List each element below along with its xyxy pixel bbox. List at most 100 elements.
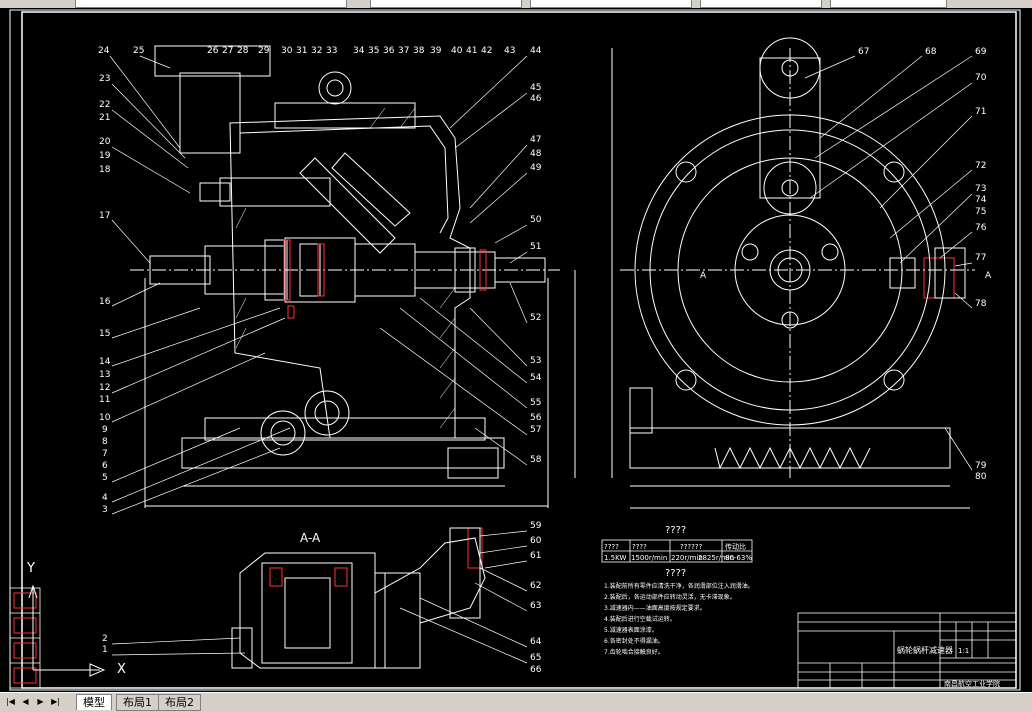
balloon-57: 57 xyxy=(530,425,541,435)
first-tab-button[interactable]: |◀ xyxy=(6,697,15,706)
balloon-43: 43 xyxy=(504,46,515,56)
balloon-29: 29 xyxy=(258,46,270,56)
balloon-9: 9 xyxy=(102,425,108,435)
balloon-80: 80 xyxy=(975,472,987,482)
hatch-lines xyxy=(235,107,456,429)
balloon-41: 41 xyxy=(466,46,477,56)
balloon-78: 78 xyxy=(975,299,987,309)
balloon-4: 4 xyxy=(102,493,108,503)
balloon-19: 19 xyxy=(99,151,111,161)
balloon-54: 54 xyxy=(530,373,542,383)
section-title: A-A xyxy=(300,531,321,545)
balloon-8: 8 xyxy=(102,437,108,447)
revision-marks xyxy=(13,592,37,684)
balloon-15: 15 xyxy=(99,329,110,339)
balloon-5: 5 xyxy=(102,473,108,483)
cad-drawing: 24 25 26 27 28 29 30 31 32 33 34 35 36 3… xyxy=(9,9,1021,691)
tech-table xyxy=(601,539,753,563)
balloon-69: 69 xyxy=(975,47,987,57)
balloon-33: 33 xyxy=(326,46,337,56)
balloon-47: 47 xyxy=(530,135,541,145)
drawing-canvas[interactable]: 24 25 26 27 28 29 30 31 32 33 34 35 36 3… xyxy=(0,8,1032,692)
balloon-14: 14 xyxy=(99,357,111,367)
title-block xyxy=(797,612,1017,689)
toolbar-field-2[interactable] xyxy=(370,0,522,8)
balloon-53: 53 xyxy=(530,356,541,366)
balloon-60: 60 xyxy=(530,536,542,546)
balloon-50: 50 xyxy=(530,215,542,225)
balloon-39: 39 xyxy=(430,46,442,56)
balloon-32: 32 xyxy=(311,46,322,56)
balloon-17: 17 xyxy=(99,211,110,221)
balloon-65: 65 xyxy=(530,653,541,663)
balloon-7: 7 xyxy=(102,449,108,459)
tech-requirements-title: ???? xyxy=(665,568,686,579)
tab-layout2[interactable]: 布局2 xyxy=(158,694,201,711)
balloon-56: 56 xyxy=(530,413,542,423)
balloon-79: 79 xyxy=(975,461,987,471)
balloon-36: 36 xyxy=(383,46,395,56)
balloon-labels-side: 67 68 69 70 71 72 73 74 75 76 77 78 79 8… xyxy=(700,47,992,482)
balloon-37: 37 xyxy=(398,46,409,56)
balloon-73: 73 xyxy=(975,184,986,194)
balloon-68: 68 xyxy=(925,47,937,57)
balloon-31: 31 xyxy=(296,46,307,56)
toolbar-field-4[interactable] xyxy=(700,0,822,8)
balloon-51: 51 xyxy=(530,242,541,252)
balloon-22: 22 xyxy=(99,100,110,110)
svg-text:??????: ?????? xyxy=(680,543,703,551)
leaders-side xyxy=(804,55,973,471)
balloon-labels-front: 24 25 26 27 28 29 30 31 32 33 34 35 36 3… xyxy=(98,46,542,515)
section-marker-right: A xyxy=(985,271,992,281)
tab-layout1[interactable]: 布局1 xyxy=(116,694,159,711)
balloon-42: 42 xyxy=(481,46,492,56)
balloon-21: 21 xyxy=(99,113,110,123)
section-marker-left: A xyxy=(700,271,707,281)
toolbar-field-3[interactable] xyxy=(530,0,692,8)
balloon-58: 58 xyxy=(530,455,542,465)
balloon-70: 70 xyxy=(975,73,987,83)
leaders-front xyxy=(109,55,528,515)
balloon-71: 71 xyxy=(975,107,986,117)
svg-text:7.齿轮啮合接触良好。: 7.齿轮啮合接触良好。 xyxy=(604,648,664,656)
svg-text:1.装配前所有零件应清洗干净，各润滑部位注入润滑油。: 1.装配前所有零件应清洗干净，各润滑部位注入润滑油。 xyxy=(604,582,754,590)
balloon-labels-section: 59 60 61 62 63 64 65 66 2 1 xyxy=(102,521,542,675)
toolbar-field-1[interactable] xyxy=(75,0,347,8)
section-view xyxy=(231,527,486,669)
svg-text:220r/min: 220r/min xyxy=(671,554,703,562)
layout-tab-bar: |◀ ◀ ▶ ▶| 模型 布局1 布局2 xyxy=(0,692,1032,712)
balloon-12: 12 xyxy=(99,383,110,393)
balloon-66: 66 xyxy=(530,665,542,675)
balloon-20: 20 xyxy=(99,137,111,147)
inner-frame xyxy=(21,11,1017,689)
toolbar-field-5[interactable] xyxy=(830,0,947,8)
ucs-icon xyxy=(28,584,106,677)
balloon-3: 3 xyxy=(102,505,108,515)
balloon-61: 61 xyxy=(530,551,541,561)
balloon-27: 27 xyxy=(222,46,233,56)
balloon-10: 10 xyxy=(99,413,111,423)
balloon-40: 40 xyxy=(451,46,463,56)
balloon-49: 49 xyxy=(530,163,542,173)
svg-text:1.5KW: 1.5KW xyxy=(604,554,626,562)
last-tab-button[interactable]: ▶| xyxy=(51,697,60,706)
balloon-30: 30 xyxy=(281,46,293,56)
tab-model[interactable]: 模型 xyxy=(76,694,112,710)
side-view xyxy=(611,37,975,509)
scale: 1:1 xyxy=(958,647,969,655)
next-tab-button[interactable]: ▶ xyxy=(37,697,44,706)
balloon-28: 28 xyxy=(237,46,249,56)
leaders-section xyxy=(111,530,528,664)
balloon-72: 72 xyxy=(975,161,986,171)
balloon-59: 59 xyxy=(530,521,542,531)
svg-text:2.装配后，各运动部件应转动灵活，无卡滞现象。: 2.装配后，各运动部件应转动灵活，无卡滞现象。 xyxy=(604,593,736,601)
tech-table-title: ???? xyxy=(665,525,686,536)
balloon-46: 46 xyxy=(530,94,542,104)
balloon-18: 18 xyxy=(99,165,111,175)
tech-table-text: ???? ???? ?????? 传动比 1.5KW 1500r/min 220… xyxy=(604,542,752,562)
ucs-y-label: Y xyxy=(27,561,35,576)
ucs-x-label: X xyxy=(117,662,126,677)
revision-strip xyxy=(9,587,41,689)
svg-text:1500r/min: 1500r/min xyxy=(631,554,667,562)
prev-tab-button[interactable]: ◀ xyxy=(22,697,29,706)
